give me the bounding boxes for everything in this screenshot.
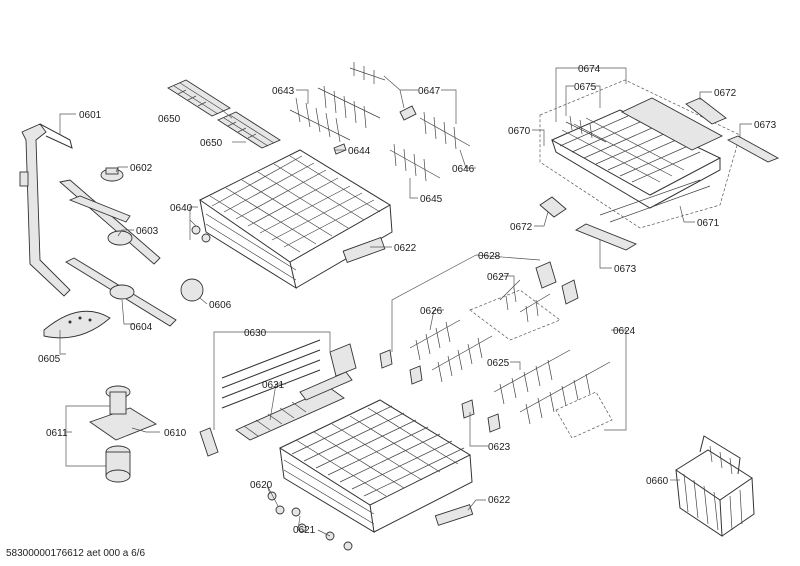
part-labels: 0601 0602 0603 0604 0605 0606 0610 0611 … [38, 64, 777, 536]
tine-racks [289, 62, 471, 182]
part-label-0647: 0647 [418, 86, 441, 97]
document-id: 58300000176612 aet 000 a 6/6 [6, 548, 146, 559]
part-label-0622-upper: 0622 [394, 243, 417, 254]
cup-shelves [167, 79, 281, 149]
part-label-0672-upper: 0672 [714, 88, 737, 99]
part-label-0674: 0674 [578, 64, 601, 75]
part-label-0606: 0606 [209, 300, 232, 311]
part-label-0610: 0610 [164, 428, 187, 439]
part-label-0611: 0611 [46, 428, 68, 439]
part-label-0604: 0604 [130, 322, 153, 333]
part-label-0650-upper: 0650 [158, 114, 181, 125]
part-label-0603: 0603 [136, 226, 159, 237]
lower-basket [267, 399, 474, 551]
leader-lines [59, 67, 752, 537]
part-label-0673-upper: 0673 [754, 120, 777, 131]
part-label-0626: 0626 [420, 306, 443, 317]
part-label-0650-lower: 0650 [200, 138, 223, 149]
lower-rack-supports [199, 339, 357, 457]
part-label-0660: 0660 [646, 476, 669, 487]
part-label-0622-lower: 0622 [488, 495, 511, 506]
part-label-0620: 0620 [250, 480, 273, 491]
part-label-0644: 0644 [348, 146, 371, 157]
part-label-0631: 0631 [262, 380, 285, 391]
part-label-0623: 0623 [488, 442, 511, 453]
upper-basket [191, 149, 393, 290]
part-label-0601: 0601 [79, 110, 102, 121]
part-label-0646: 0646 [452, 164, 475, 175]
folding-tines [379, 261, 613, 439]
part-label-0670: 0670 [508, 126, 531, 137]
part-label-0602: 0602 [130, 163, 153, 174]
part-label-0625: 0625 [487, 358, 510, 369]
part-label-0630: 0630 [244, 328, 267, 339]
part-label-0621: 0621 [293, 525, 316, 536]
part-label-0645: 0645 [420, 194, 443, 205]
part-label-0675: 0675 [574, 82, 597, 93]
part-label-0605: 0605 [38, 354, 61, 365]
part-label-0640: 0640 [170, 203, 193, 214]
part-label-0624: 0624 [613, 326, 636, 337]
cutlery-basket [675, 435, 755, 537]
spray-arm-assembly [19, 123, 177, 339]
cutlery-drawer [539, 79, 780, 251]
part-label-0671: 0671 [697, 218, 720, 229]
part-label-0673-lower: 0673 [614, 264, 637, 275]
grater-disc [180, 278, 204, 302]
part-label-0627: 0627 [487, 272, 510, 283]
part-label-0643: 0643 [272, 86, 295, 97]
part-label-0628: 0628 [478, 251, 501, 262]
filter-assembly [89, 385, 157, 483]
part-label-0672-lower: 0672 [510, 222, 533, 233]
